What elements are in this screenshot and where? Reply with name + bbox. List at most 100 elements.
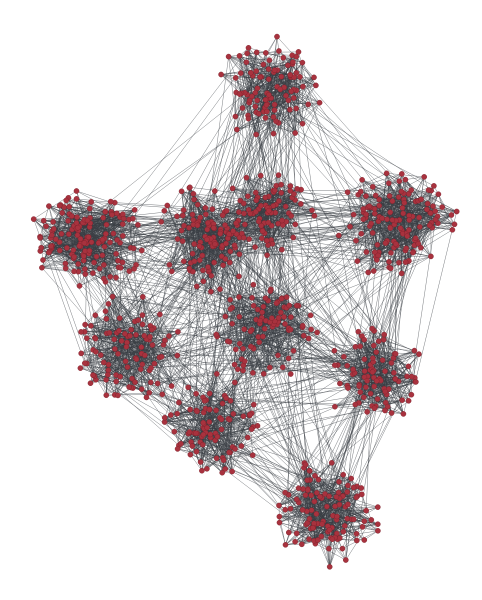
graph-node — [66, 203, 72, 210]
graph-node — [341, 523, 348, 529]
graph-node — [174, 236, 181, 242]
graph-node — [71, 268, 77, 275]
graph-node — [282, 489, 288, 496]
graph-node — [249, 294, 255, 301]
graph-node — [164, 202, 171, 209]
graph-node — [226, 416, 233, 423]
graph-node — [432, 216, 439, 223]
graph-node — [293, 530, 300, 537]
graph-node — [271, 187, 278, 194]
graph-node — [406, 227, 412, 233]
graph-node — [379, 357, 386, 364]
graph-node — [326, 493, 332, 500]
graph-node — [113, 250, 119, 257]
graph-node — [290, 234, 297, 241]
graph-node — [101, 243, 108, 250]
graph-node — [191, 241, 197, 247]
graph-node — [252, 103, 259, 110]
graph-node — [128, 326, 134, 333]
graph-node — [219, 469, 225, 476]
graph-node — [147, 379, 154, 386]
graph-node — [131, 207, 138, 213]
graph-node — [430, 203, 436, 209]
graph-node — [340, 528, 347, 535]
graph-node — [421, 174, 428, 180]
graph-node — [204, 424, 210, 431]
graph-node — [171, 428, 178, 435]
graph-node — [287, 183, 294, 189]
graph-node — [166, 333, 172, 339]
graph-node — [157, 311, 163, 318]
graph-node — [138, 386, 145, 392]
graph-node — [62, 260, 69, 267]
graph-node — [193, 430, 199, 437]
graph-node — [256, 339, 263, 346]
graph-node — [332, 503, 338, 510]
graph-node — [106, 330, 113, 336]
graph-node — [233, 220, 239, 226]
graph-node — [258, 202, 264, 209]
graph-node — [130, 245, 137, 252]
graph-node — [103, 315, 110, 322]
graph-node — [222, 313, 229, 320]
graph-node — [88, 199, 94, 205]
graph-node — [46, 249, 52, 256]
graph-node — [76, 243, 83, 249]
graph-node — [295, 49, 302, 55]
graph-node — [229, 468, 235, 475]
graph-node — [285, 529, 292, 536]
graph-node — [369, 369, 376, 375]
graph-node — [112, 346, 118, 352]
graph-node — [189, 250, 196, 257]
graph-node — [380, 336, 387, 343]
graph-node — [43, 223, 49, 230]
graph-node — [352, 401, 359, 408]
graph-node — [200, 419, 207, 426]
graph-node — [276, 502, 282, 509]
graph-node — [131, 266, 137, 272]
graph-node — [387, 225, 394, 231]
graph-node — [113, 378, 119, 385]
graph-node — [260, 61, 267, 68]
graph-node — [205, 220, 211, 226]
graph-node — [242, 221, 248, 228]
graph-node — [345, 482, 351, 489]
graph-node — [236, 251, 243, 257]
graph-node — [75, 261, 81, 267]
graph-node — [226, 231, 232, 237]
graph-node — [280, 55, 287, 61]
graph-node — [426, 222, 433, 229]
graph-node — [231, 361, 238, 368]
graph-node — [292, 221, 299, 228]
graph-node — [236, 340, 243, 347]
node-layer — [30, 33, 460, 570]
graph-node — [203, 211, 209, 218]
graph-node — [200, 267, 206, 274]
graph-node — [237, 70, 244, 76]
graph-node — [211, 188, 218, 194]
graph-node — [107, 239, 113, 246]
graph-node — [246, 236, 252, 242]
graph-node — [111, 336, 117, 343]
graph-node — [257, 317, 263, 324]
graph-node — [326, 545, 332, 552]
graph-node — [208, 288, 214, 295]
graph-node — [410, 249, 416, 256]
graph-node — [107, 273, 113, 280]
graph-node — [358, 485, 365, 491]
graph-node — [78, 329, 84, 335]
graph-node — [247, 210, 253, 217]
graph-node — [82, 266, 88, 272]
graph-node — [175, 328, 181, 335]
graph-node — [196, 257, 203, 263]
graph-node — [103, 231, 109, 237]
graph-node — [363, 249, 370, 255]
graph-node — [344, 489, 351, 495]
graph-node — [135, 317, 142, 323]
graph-node — [214, 433, 221, 440]
graph-node — [138, 247, 145, 254]
graph-node — [331, 347, 338, 354]
graph-node — [290, 59, 296, 65]
graph-node — [84, 335, 90, 342]
graph-node — [255, 334, 262, 340]
